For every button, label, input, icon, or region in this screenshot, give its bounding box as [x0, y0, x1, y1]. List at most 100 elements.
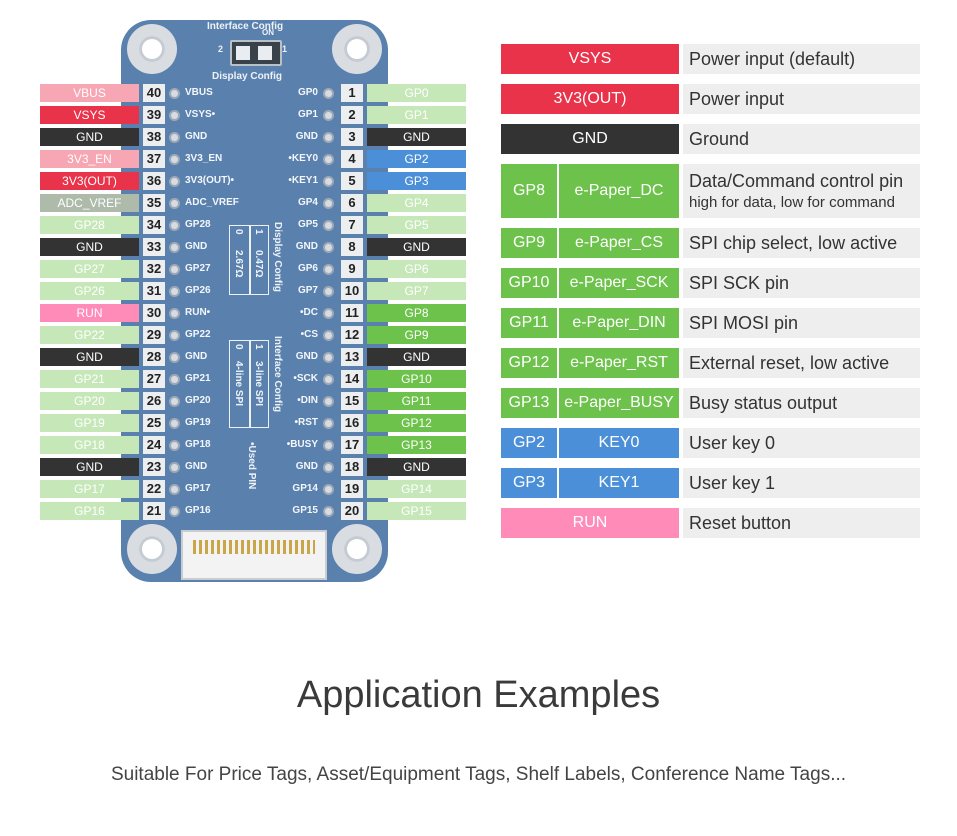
- left-pin-number: 37: [143, 150, 165, 168]
- left-pin-silkscreen: GP18: [185, 439, 211, 450]
- legend-pin: GP9: [501, 228, 557, 258]
- legend-description-cell: Busy status output: [683, 388, 920, 418]
- interface-config-divider: [249, 340, 251, 428]
- legend-description: User key 0: [689, 432, 776, 453]
- right-pin-pad: [323, 110, 334, 121]
- display-config-opt1: 1: [253, 229, 264, 235]
- left-pin-silkscreen: GP19: [185, 417, 211, 428]
- right-pin-number: 17: [341, 436, 363, 454]
- legend-pin: GP2: [501, 428, 557, 458]
- right-pin-silkscreen: •DC: [300, 307, 318, 318]
- display-config-top-label: Display Config: [212, 71, 283, 82]
- left-pin-pad: [169, 308, 180, 319]
- legend-description: External reset, low active: [689, 352, 890, 373]
- left-pin-number: 32: [143, 260, 165, 278]
- left-pin-label: GND: [40, 348, 139, 366]
- used-pin-note: •Used PIN: [246, 442, 257, 490]
- legend-signal: e-Paper_DIN: [559, 308, 679, 338]
- left-pin-pad: [169, 484, 180, 495]
- left-pin-label: GP26: [40, 282, 139, 300]
- legend-signal: KEY1: [559, 468, 679, 498]
- legend-description: Data/Command control pin: [689, 171, 904, 191]
- legend-description: User key 1: [689, 472, 776, 493]
- left-pin-number: 39: [143, 106, 165, 124]
- left-pin-label: VBUS: [40, 84, 139, 102]
- right-pin-number: 6: [341, 194, 363, 212]
- switch-on-label: ON: [262, 28, 274, 37]
- left-pin-number: 38: [143, 128, 165, 146]
- left-pin-number: 40: [143, 84, 165, 102]
- left-pin-label: GP18: [40, 436, 139, 454]
- mounting-hole-bottom-left: [127, 524, 177, 574]
- right-pin-number: 20: [341, 502, 363, 520]
- right-pin-pad: [323, 330, 334, 341]
- right-pin-number: 8: [341, 238, 363, 256]
- right-pin-label: GP1: [367, 106, 466, 124]
- display-config-val1: 0.47Ω: [253, 250, 264, 278]
- left-pin-pad: [169, 418, 180, 429]
- right-pin-label: GND: [367, 458, 466, 476]
- left-pin-silkscreen: GND: [185, 241, 208, 252]
- left-pin-label: GND: [40, 238, 139, 256]
- legend-pin: GP13: [501, 388, 557, 418]
- right-pin-number: 13: [341, 348, 363, 366]
- left-pin-label: 3V3(OUT): [40, 172, 139, 190]
- legend-description-cell: Ground: [683, 124, 920, 154]
- right-pin-label: GP13: [367, 436, 466, 454]
- left-pin-number: 34: [143, 216, 165, 234]
- left-pin-silkscreen: GND: [185, 131, 208, 142]
- legend-pin: GP10: [501, 268, 557, 298]
- left-pin-label: VSYS: [40, 106, 139, 124]
- left-pin-pad: [169, 242, 180, 253]
- right-pin-silkscreen: GND: [295, 131, 318, 142]
- legend-pin: GP12: [501, 348, 557, 378]
- right-pin-label: GP9: [367, 326, 466, 344]
- legend-description-cell: SPI SCK pin: [683, 268, 920, 298]
- right-pin-number: 2: [341, 106, 363, 124]
- right-pin-pad: [323, 198, 334, 209]
- right-pin-silkscreen: •DIN: [297, 395, 318, 406]
- left-pin-number: 26: [143, 392, 165, 410]
- right-pin-pad: [323, 286, 334, 297]
- left-pin-number: 30: [143, 304, 165, 322]
- legend-description-cell: Reset button: [683, 508, 920, 538]
- left-pin-silkscreen: GND: [185, 461, 208, 472]
- left-pin-silkscreen: GP26: [185, 285, 211, 296]
- right-pin-number: 18: [341, 458, 363, 476]
- mounting-hole-top-left: [127, 24, 177, 74]
- left-pin-pad: [169, 352, 180, 363]
- right-pin-label: GP3: [367, 172, 466, 190]
- legend-description: Busy status output: [689, 392, 838, 413]
- right-pin-label: GP12: [367, 414, 466, 432]
- left-pin-number: 22: [143, 480, 165, 498]
- legend-signal: e-Paper_SCK: [559, 268, 679, 298]
- left-pin-label: GP21: [40, 370, 139, 388]
- left-pin-pad: [169, 396, 180, 407]
- left-pin-silkscreen: GP27: [185, 263, 211, 274]
- right-pin-number: 9: [341, 260, 363, 278]
- interface-config-top-label: Interface Config: [207, 21, 284, 32]
- right-pin-silkscreen: GP14: [292, 483, 318, 494]
- right-pin-silkscreen: •SCK: [293, 373, 318, 384]
- right-pin-number: 15: [341, 392, 363, 410]
- left-pin-label: GP17: [40, 480, 139, 498]
- left-pin-label: GND: [40, 458, 139, 476]
- left-pin-pad: [169, 132, 180, 143]
- legend-description-cell: SPI chip select, low active: [683, 228, 920, 258]
- right-pin-pad: [323, 154, 334, 165]
- right-pin-pad: [323, 440, 334, 451]
- right-pin-silkscreen: •RST: [294, 417, 318, 428]
- left-pin-pad: [169, 440, 180, 451]
- left-pin-number: 31: [143, 282, 165, 300]
- mounting-hole-bottom-right: [332, 524, 382, 574]
- left-pin-silkscreen: 3V3_EN: [185, 153, 223, 164]
- right-pin-label: GP6: [367, 260, 466, 278]
- left-pin-label: ADC_VREF: [40, 194, 139, 212]
- left-pin-pad: [169, 286, 180, 297]
